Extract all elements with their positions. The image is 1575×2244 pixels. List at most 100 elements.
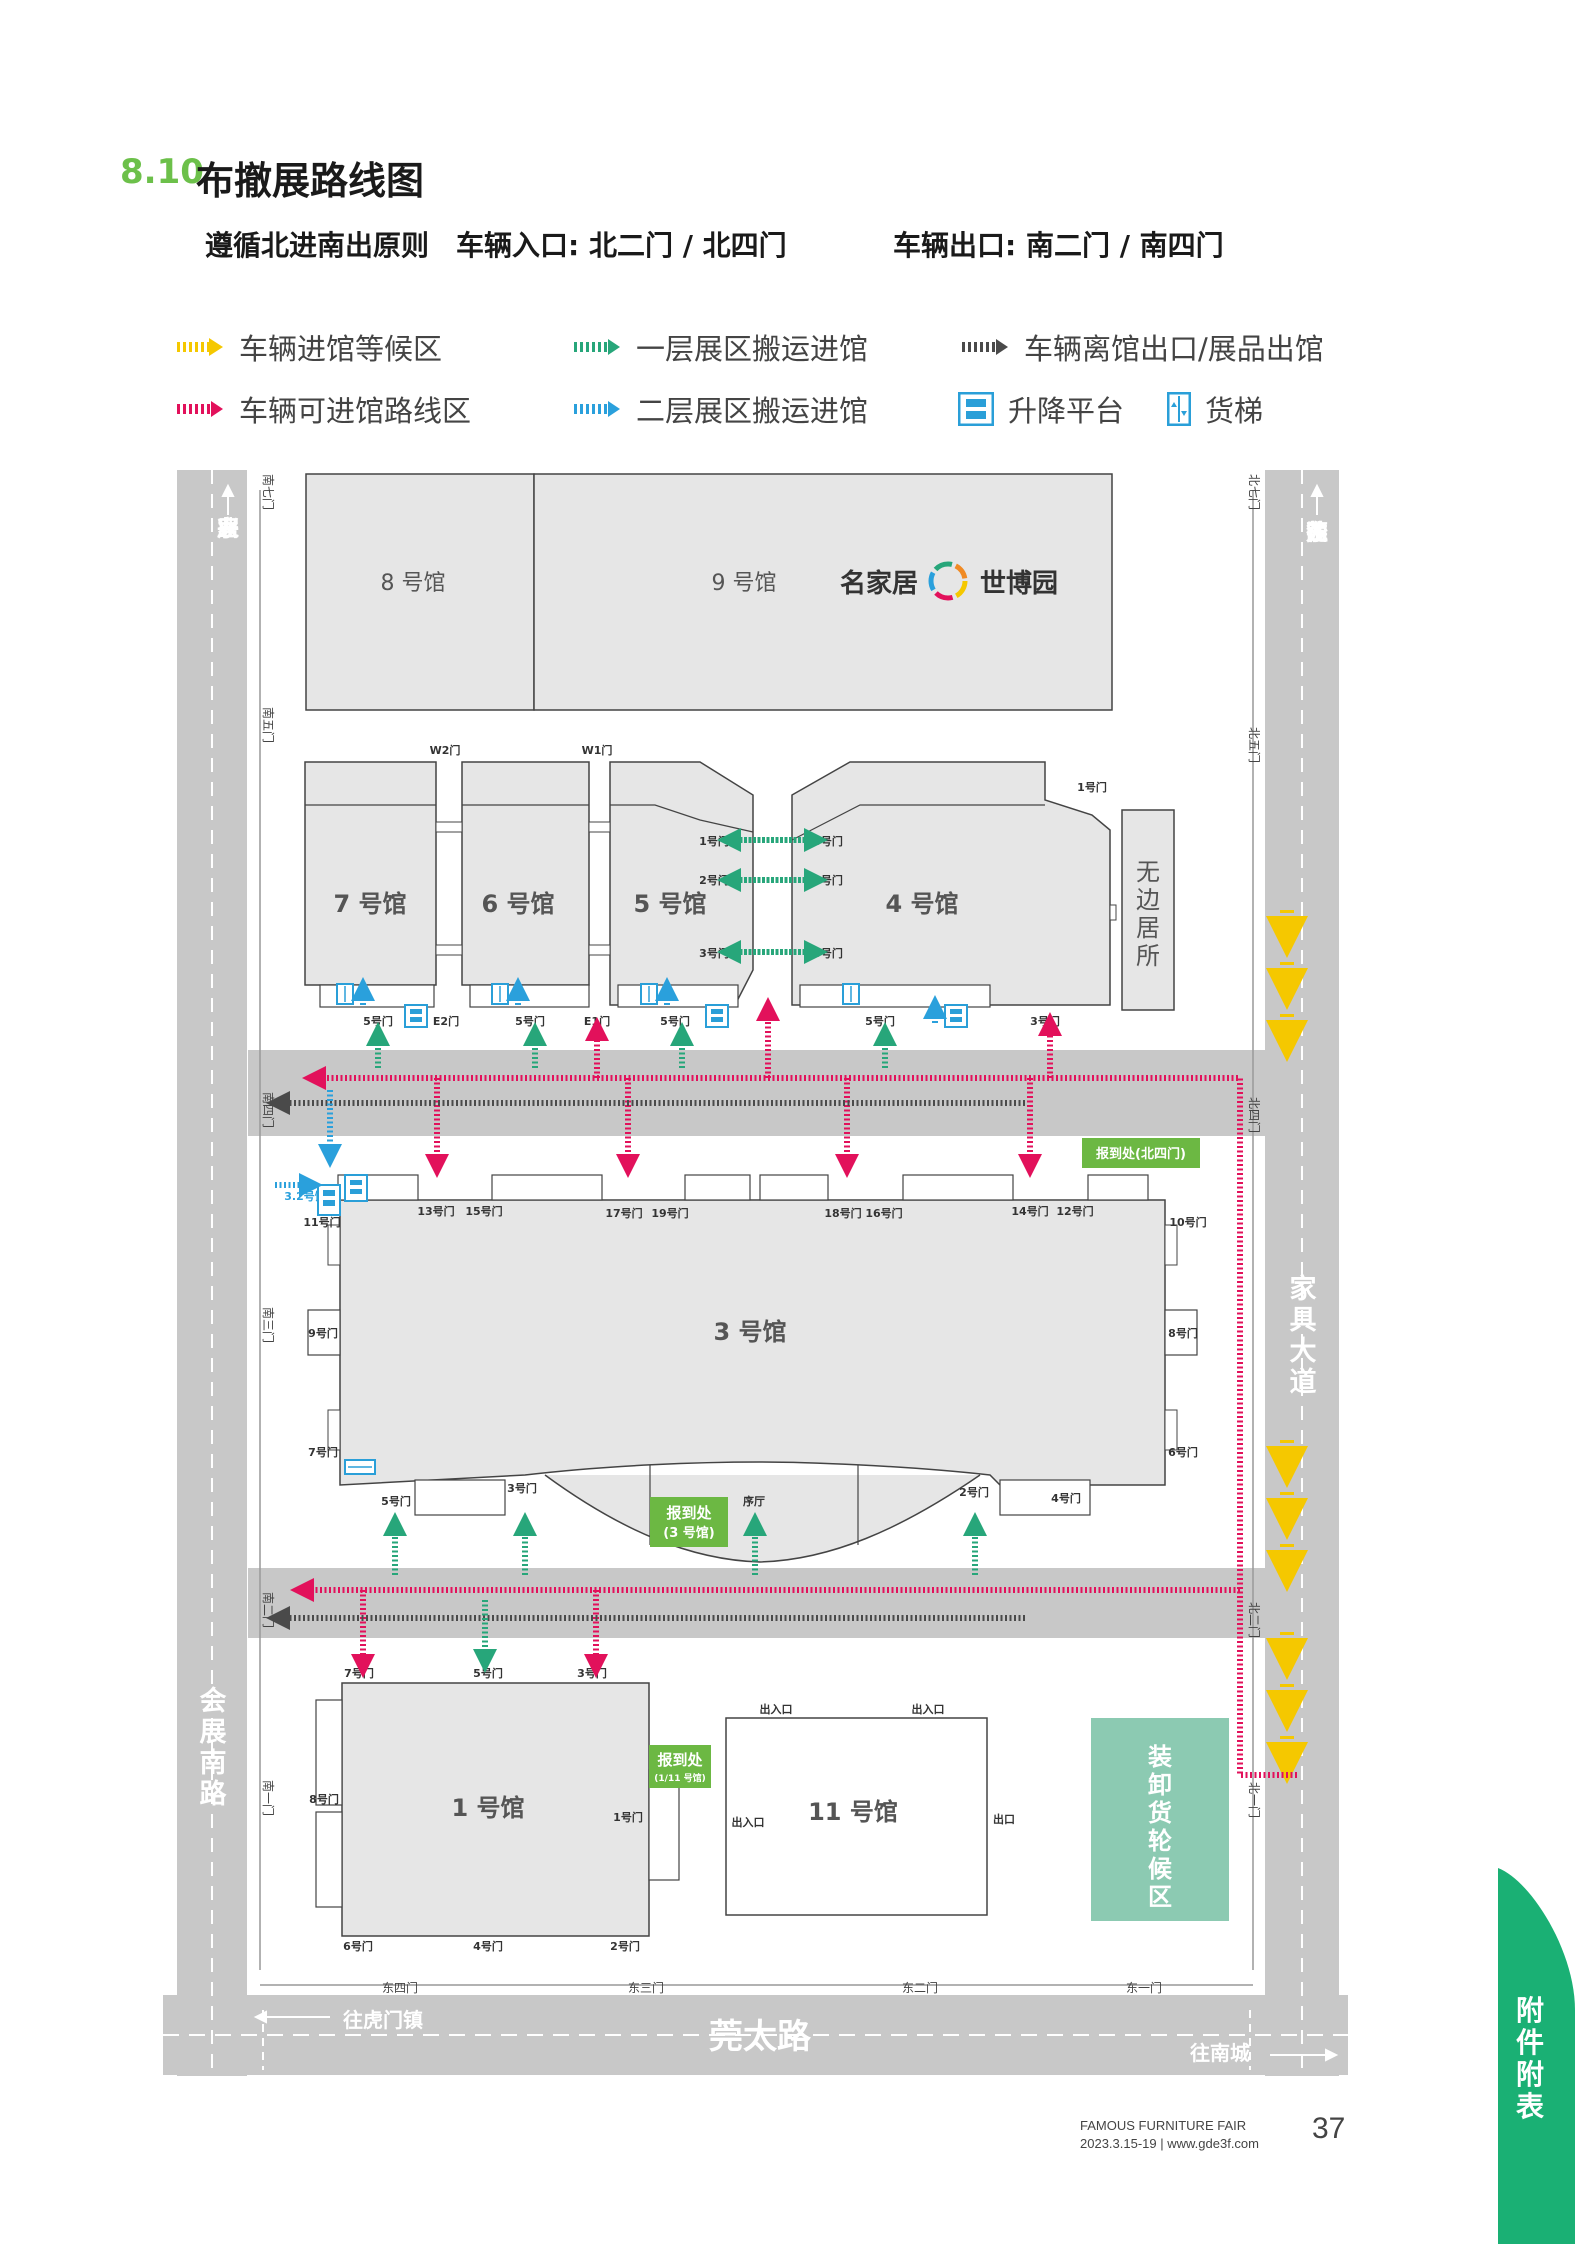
- hall-label-wubian: 无边居所: [1136, 858, 1160, 970]
- legend-elevator: 货梯: [1167, 388, 1263, 430]
- door-label: 2号门: [959, 1485, 989, 1499]
- door-label: 10号门: [1169, 1215, 1206, 1229]
- registration-north: 报到处(北四门): [1096, 1146, 1186, 1162]
- door-label: 1号门: [1077, 780, 1107, 794]
- gate-label: 南二门: [261, 1592, 276, 1628]
- door-label: 6号门: [1168, 1445, 1198, 1459]
- legend-label: 二层展区搬运进馆: [636, 394, 869, 428]
- legend-label: 车辆进馆等候区: [239, 332, 443, 366]
- hall-label-8: 8 号馆: [381, 571, 446, 596]
- hall-label-9: 9 号馆: [712, 571, 777, 596]
- hall-label-1: 1 号馆: [451, 1794, 524, 1822]
- door-label: 出入口: [760, 1702, 793, 1716]
- door-label: 5号门: [515, 1014, 545, 1028]
- registration-hall3: 报到处: [666, 1504, 712, 1522]
- legend-label: 一层展区搬运进馆: [636, 332, 869, 366]
- door-label: 13号门: [417, 1204, 454, 1218]
- gate-label: 北七门: [1247, 474, 1262, 510]
- legend-floor2: 二层展区搬运进馆: [572, 388, 868, 430]
- door-label: 5号门: [865, 1014, 895, 1028]
- rule-principle: 遵循北进南出原则: [205, 229, 430, 262]
- dashed-arrow-icon: [574, 339, 620, 355]
- rule-entrance: 车辆入口: 北二门 / 北四门: [456, 229, 787, 262]
- hall-label-3: 3 号馆: [713, 1318, 786, 1346]
- lobby-label: 序厅: [743, 1494, 765, 1508]
- gate-label: 南三门: [261, 1307, 276, 1343]
- brand-text-left: 名家居: [840, 568, 918, 599]
- door-label: 5号门: [473, 1666, 503, 1680]
- door-label: 8号门: [813, 834, 843, 848]
- road-label-east-mid: 家具大道: [1290, 1273, 1317, 1398]
- gate-label: 北二门: [1247, 1602, 1262, 1638]
- door-label: 7号门: [813, 873, 843, 887]
- gate-label: 北五门: [1247, 727, 1262, 763]
- side-tab-label: 附件附表: [1510, 1995, 1550, 2123]
- door-label: 出口: [993, 1812, 1015, 1826]
- side-tab: [1498, 1868, 1575, 2244]
- road-label-south: 莞太路: [709, 2017, 812, 2057]
- door-label: 7号门: [308, 1445, 338, 1459]
- dashed-arrow-icon: [574, 401, 620, 417]
- door-label: 4号门: [1051, 1491, 1081, 1505]
- door-label: 16号门: [865, 1206, 902, 1220]
- brand-text-right: 世博园: [980, 569, 1058, 599]
- brand-logo-icon: [928, 561, 968, 601]
- legend-label: 货梯: [1205, 394, 1264, 428]
- gate-label: 东一门: [1126, 1980, 1162, 1995]
- door-label: 5号门: [381, 1494, 411, 1508]
- legend-exit: 车辆离馆出口/展品出馆: [960, 326, 1324, 368]
- halls-row-2: 7 号馆 6 号馆 5 号馆 4 号馆 无边居所: [304, 761, 1175, 1011]
- door-label: 5号门: [660, 1014, 690, 1028]
- legend-label: 车辆可进馆路线区: [239, 394, 472, 428]
- door-label: 3号门: [1030, 1014, 1060, 1028]
- legend-label: 车辆离馆出口/展品出馆: [1024, 332, 1324, 366]
- rule-exit: 车辆出口: 南二门 / 南四门: [893, 229, 1224, 262]
- registration-boxes: 报到处(北四门) 报到处 (3 号馆) 报到处 (1/11 号馆): [649, 1138, 1200, 1788]
- gate-label: 南五门: [261, 707, 276, 743]
- page-title: 布撤展路线图: [196, 159, 425, 203]
- hall-label-4: 4 号馆: [885, 890, 958, 918]
- door-label: 5号门: [363, 1014, 393, 1028]
- lift-platform-icon: [404, 1004, 428, 1028]
- legend-floor1: 一层展区搬运进馆: [572, 326, 868, 368]
- side-tab-text: 附件附表: [1515, 1994, 1544, 2123]
- vehicle-route: [290, 997, 1297, 1778]
- door-label: 6号门: [343, 1939, 373, 1953]
- door-label: 2号门: [699, 873, 729, 887]
- dashed-arrow-icon: [962, 339, 1008, 355]
- page-number: 37: [1312, 2112, 1346, 2145]
- lift-platform-icon: [944, 1004, 968, 1028]
- footer-fair-name: FAMOUS FURNITURE FAIR: [1080, 2118, 1247, 2133]
- exit-route: [266, 1091, 1025, 1630]
- legend-route: 车辆可进馆路线区: [175, 388, 471, 430]
- dashed-arrow-icon: [177, 338, 223, 356]
- roads: [163, 470, 1348, 2076]
- loading-zone-label: 装卸货轮候区: [1148, 1743, 1173, 1911]
- freight-elevator-icon: [344, 1459, 376, 1475]
- footer-date-site: 2023.3.15-19 | www.gde3f.com: [1080, 2136, 1259, 2151]
- door-label: 8号门: [1168, 1326, 1198, 1340]
- legend-lift: 升降平台: [958, 388, 1124, 430]
- hall-8-9: 8 号馆 9 号馆 名家居 世博园: [305, 473, 1113, 711]
- freight-elevator-icon: [336, 983, 354, 1005]
- freight-elevator-icon: [640, 983, 658, 1005]
- door-label: E2门: [433, 1014, 459, 1028]
- freight-elevator-icon: [491, 983, 509, 1005]
- section-number: 8.10: [120, 152, 204, 192]
- door-label: 19号门: [651, 1206, 688, 1220]
- lift-platform-icon: [344, 1174, 368, 1202]
- hall-label-11: 11 号馆: [808, 1798, 898, 1826]
- hall-1-11: 1 号馆 11 号馆 装卸货轮候区: [315, 1682, 1229, 1937]
- door-label: 11号门: [303, 1215, 340, 1229]
- door-label: 18号门: [824, 1206, 861, 1220]
- door-label: 1号门: [699, 834, 729, 848]
- lift-platform-icon: [705, 1004, 729, 1028]
- gate-label: 北四门: [1247, 1097, 1262, 1133]
- legend-waiting-area: 车辆进馆等候区: [175, 326, 442, 368]
- road-label-west-bottom: 会展南路: [200, 1686, 228, 1810]
- gate-label: 南七门: [261, 474, 276, 510]
- door-label: W1门: [582, 743, 613, 757]
- floor2-route: [275, 977, 947, 1197]
- dashed-arrow-icon: [177, 401, 223, 417]
